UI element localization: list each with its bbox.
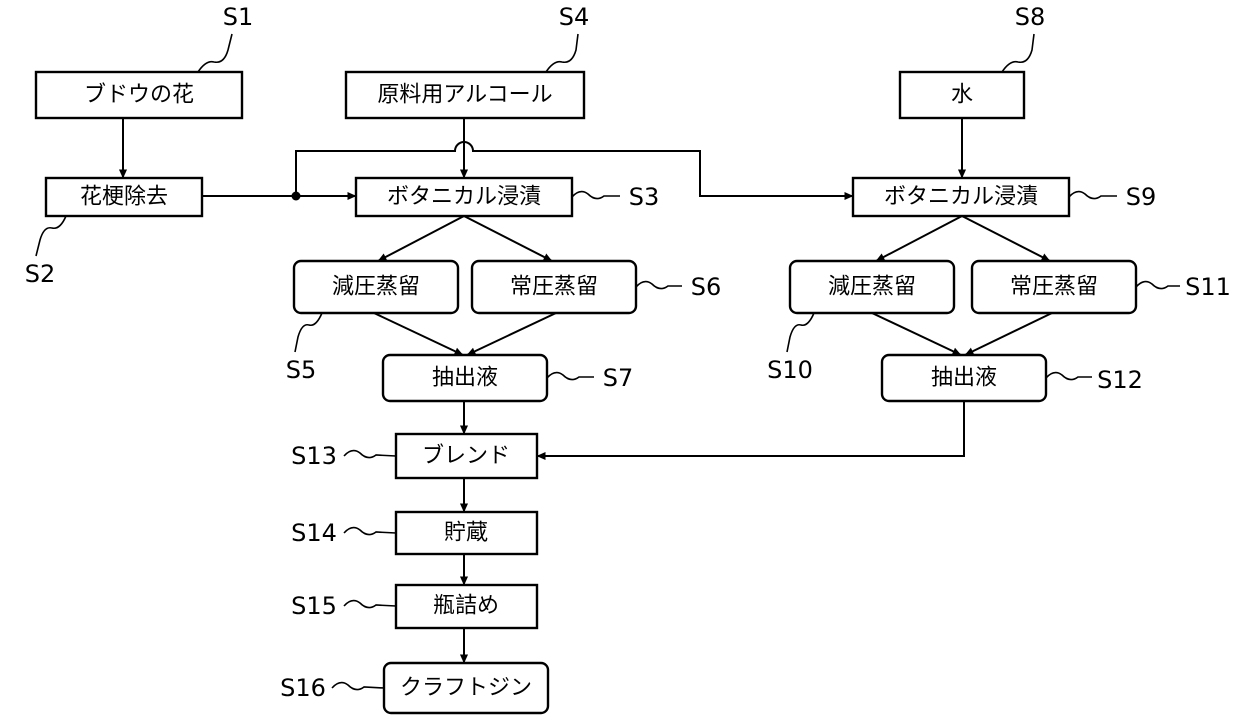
node-label: ボタニカル浸漬: [387, 185, 541, 210]
leader-s10: [786, 312, 815, 353]
edge-soak-water-to-atmospheric-2: [961, 215, 1051, 262]
node-label: 抽出液: [931, 366, 997, 391]
step-label-s3: S3: [629, 183, 660, 211]
node-vacuum-distill-1: 減圧蒸留: [292, 259, 460, 315]
node-label: 瓶詰め: [433, 594, 499, 619]
leader-s9: [1068, 190, 1117, 200]
node-grape-flower: ブドウの花: [34, 70, 244, 120]
node-label: 減圧蒸留: [332, 275, 420, 300]
node-extract-1: 抽出液: [381, 353, 549, 403]
node-label: 減圧蒸留: [828, 275, 916, 300]
step-label-s16: S16: [280, 674, 326, 702]
leader-s7: [546, 371, 594, 381]
node-stem-removal: 花梗除去: [44, 176, 204, 218]
node-label: 花梗除去: [80, 185, 168, 210]
step-label-s11: S11: [1185, 273, 1231, 301]
step-label-s4: S4: [559, 3, 590, 31]
node-craft-gin: クラフトジン: [382, 661, 550, 715]
leader-s4: [545, 33, 579, 73]
leader-s5: [294, 312, 323, 353]
leader-s11: [1135, 280, 1180, 290]
node-botanical-soak-alcohol: ボタニカル浸漬: [354, 176, 574, 218]
node-atmospheric-distill-2: 常圧蒸留: [970, 259, 1138, 315]
step-label-s12: S12: [1097, 366, 1143, 394]
leader-s15: [343, 599, 397, 609]
leader-s14: [343, 526, 397, 536]
step-label-s10: S10: [767, 356, 813, 384]
edges: [118, 118, 1053, 664]
edge-soak-alcohol-to-vacuum-1: [377, 215, 465, 262]
node-label: クラフトジン: [400, 676, 532, 701]
node-label: ブレンド: [422, 444, 510, 469]
leader-s16: [331, 681, 385, 691]
leader-s3: [571, 190, 620, 200]
step-label-s6: S6: [691, 273, 722, 301]
edge-atmospheric-2-to-extract-2: [964, 312, 1053, 356]
leader-s6: [635, 280, 682, 290]
step-label-s13: S13: [291, 442, 337, 470]
edge-atmospheric-1-to-extract-1: [466, 312, 557, 356]
node-vacuum-distill-2: 減圧蒸留: [788, 259, 956, 315]
node-water: 水: [898, 70, 1026, 120]
leader-s2: [35, 215, 67, 257]
node-extract-2: 抽出液: [880, 353, 1048, 403]
edge-vacuum-1-to-extract-1: [373, 312, 464, 356]
node-atmospheric-distill-1: 常圧蒸留: [470, 259, 638, 315]
node-label: ボタニカル浸漬: [884, 185, 1038, 210]
node-label: 原料用アルコール: [377, 83, 552, 108]
leader-s12: [1045, 371, 1092, 381]
node-storage: 貯蔵: [394, 510, 539, 556]
edge-soak-alcohol-to-atmospheric-1: [463, 215, 553, 262]
leader-s8: [1001, 33, 1035, 73]
step-label-s14: S14: [291, 519, 337, 547]
node-label: 常圧蒸留: [1010, 275, 1098, 300]
node-bottling: 瓶詰め: [394, 583, 539, 630]
edge-stem-removal-to-soak-water: [295, 141, 854, 201]
step-label-s9: S9: [1126, 183, 1157, 211]
edge-vacuum-2-to-extract-2: [871, 312, 962, 356]
node-label: 常圧蒸留: [510, 275, 598, 300]
step-label-s8: S8: [1015, 3, 1046, 31]
leader-s13: [343, 449, 397, 459]
node-blend: ブレンド: [394, 432, 539, 480]
node-botanical-soak-water: ボタニカル浸漬: [851, 176, 1071, 218]
step-label-s5: S5: [286, 356, 317, 384]
nodes: ブドウの花 花梗除去 原料用アルコール ボタニカル浸漬 水 ボタニカル浸漬: [34, 70, 1138, 715]
step-label-s15: S15: [291, 592, 337, 620]
step-label-s1: S1: [223, 3, 254, 31]
leader-s1: [197, 33, 233, 73]
step-label-s2: S2: [25, 260, 56, 288]
edge-extract-2-to-blend: [536, 401, 965, 461]
node-label: 抽出液: [432, 366, 498, 391]
step-label-s7: S7: [603, 364, 634, 392]
node-label: 水: [951, 83, 973, 108]
node-raw-alcohol: 原料用アルコール: [344, 70, 586, 120]
node-label: 貯蔵: [444, 521, 488, 546]
edge-soak-water-to-vacuum-2: [875, 215, 963, 262]
node-label: ブドウの花: [84, 83, 194, 108]
step-labels: S1 S4 S8 S2 S3 S9 S6 S11 S5 S10 S7 S12: [25, 3, 1231, 702]
